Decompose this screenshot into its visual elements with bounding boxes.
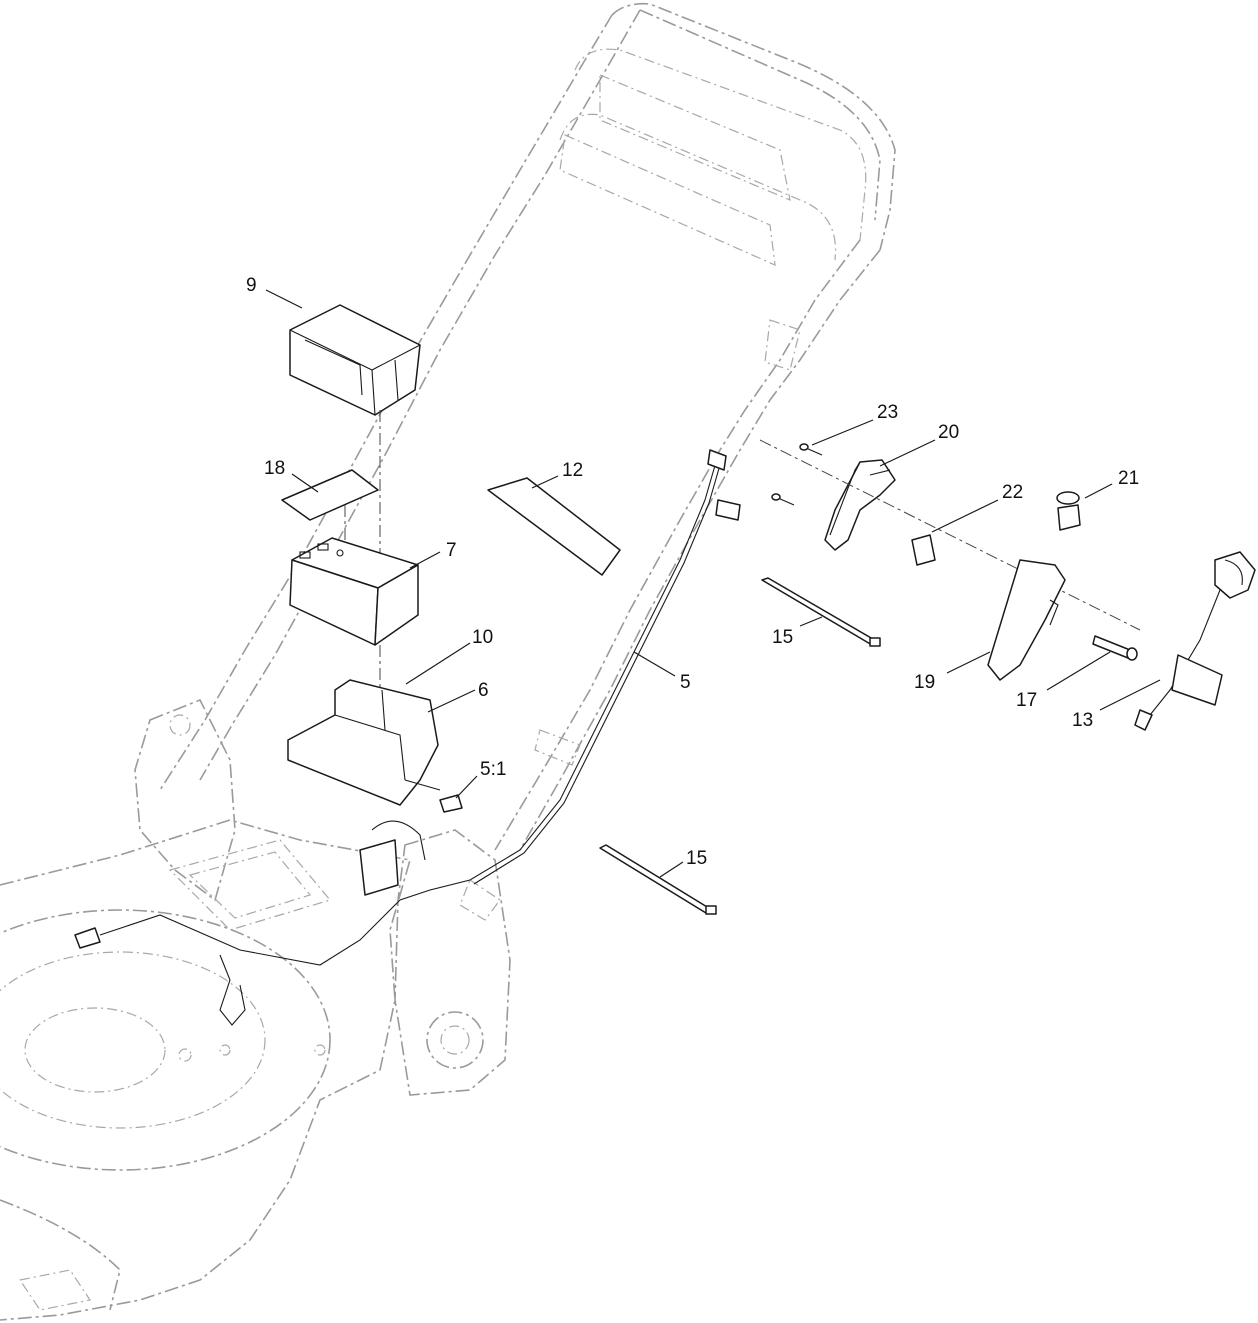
callout-15-upper: 15: [772, 627, 793, 648]
mower-ghost-outline: [0, 2, 896, 1321]
callout-15-lower: 15: [686, 848, 707, 869]
cable-tie-upper-part: [761, 577, 881, 647]
key-cover-part: [987, 559, 1066, 681]
callout-7: 7: [446, 540, 457, 561]
callout-5: 5: [680, 672, 691, 693]
callout-labels: 9 18 7 12 10 6 5:1 5 23 20 22 21 15 19 1…: [246, 275, 1139, 869]
callout-19: 19: [914, 672, 935, 693]
handle-decal-part: [487, 477, 621, 576]
callout-13: 13: [1072, 710, 1093, 731]
battery-decal-part: [281, 469, 379, 521]
callout-17: 17: [1016, 690, 1037, 711]
clip-part: [911, 534, 936, 566]
callout-20: 20: [938, 422, 959, 443]
pin-part: [1092, 635, 1138, 661]
battery-cover-part: [289, 304, 421, 416]
connector-part: [439, 794, 463, 813]
callout-21: 21: [1118, 468, 1139, 489]
callout-6: 6: [478, 680, 489, 701]
callout-5-1: 5:1: [480, 759, 506, 780]
wire-harness: [74, 449, 741, 1026]
battery-tray-part: [287, 679, 441, 806]
charger-part: [1134, 551, 1256, 731]
battery-part: [289, 537, 419, 646]
callout-10: 10: [472, 627, 493, 648]
cable-tie-lower-part: [599, 844, 717, 915]
leader-lines: [265, 289, 1161, 878]
key-bracket-part: [824, 459, 896, 551]
callout-22: 22: [1002, 482, 1023, 503]
callout-23: 23: [877, 402, 898, 423]
callout-9: 9: [246, 275, 257, 296]
bracket-screws-part: [771, 443, 823, 506]
safety-key-part: [1056, 491, 1081, 531]
callout-12: 12: [562, 460, 583, 481]
callout-18: 18: [264, 458, 285, 479]
